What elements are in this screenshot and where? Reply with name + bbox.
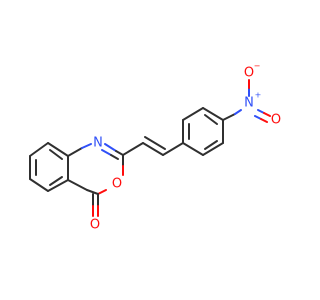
- bond: [29, 142, 49, 157]
- atom-label-oxygen-carbonyl: O: [90, 218, 100, 233]
- bond-double: [110, 154, 119, 160]
- bond: [97, 189, 107, 195]
- bond: [67, 147, 83, 157]
- bond: [122, 142, 144, 156]
- atom-label-oxygen-nitro-top: O: [244, 66, 254, 81]
- bond: [263, 112, 271, 117]
- bond: [162, 142, 184, 156]
- bond-double: [142, 142, 164, 156]
- bond-double: [144, 136, 166, 150]
- bond-inner: [49, 149, 63, 160]
- charge-minus: −: [254, 62, 261, 71]
- atom-label-nitrogen-ring: N: [93, 136, 103, 151]
- bond: [47, 179, 69, 192]
- bond: [67, 179, 88, 191]
- bond: [182, 142, 204, 156]
- bond: [47, 142, 69, 157]
- bond-double: [104, 143, 117, 152]
- charge-plus: +: [255, 91, 262, 100]
- bond: [182, 107, 204, 121]
- bond: [257, 109, 265, 114]
- bond-double: [101, 149, 112, 156]
- bond: [29, 178, 49, 192]
- bond: [202, 142, 224, 156]
- bond-inner: [204, 140, 218, 150]
- bond-inner: [49, 176, 63, 186]
- bond: [254, 115, 262, 120]
- atom-label-oxygen-nitro-right: O: [271, 113, 281, 128]
- bond: [234, 109, 242, 115]
- bond: [202, 107, 224, 121]
- bond-inner: [204, 114, 218, 125]
- atom-label-nitrogen-nitro: N: [244, 96, 254, 111]
- structure-canvas: N O O N + O − O: [29, 62, 281, 233]
- atom-label-layer: N O O N + O − O: [90, 62, 281, 233]
- bond: [260, 118, 268, 123]
- bond: [222, 113, 236, 121]
- molecule-structure: N O O N + O − O: [29, 62, 281, 233]
- bond-layer: [29, 79, 271, 217]
- bond: [86, 189, 99, 195]
- bond-double: [115, 150, 124, 156]
- bond: [81, 143, 92, 149]
- atom-label-oxygen-ring: O: [112, 177, 122, 192]
